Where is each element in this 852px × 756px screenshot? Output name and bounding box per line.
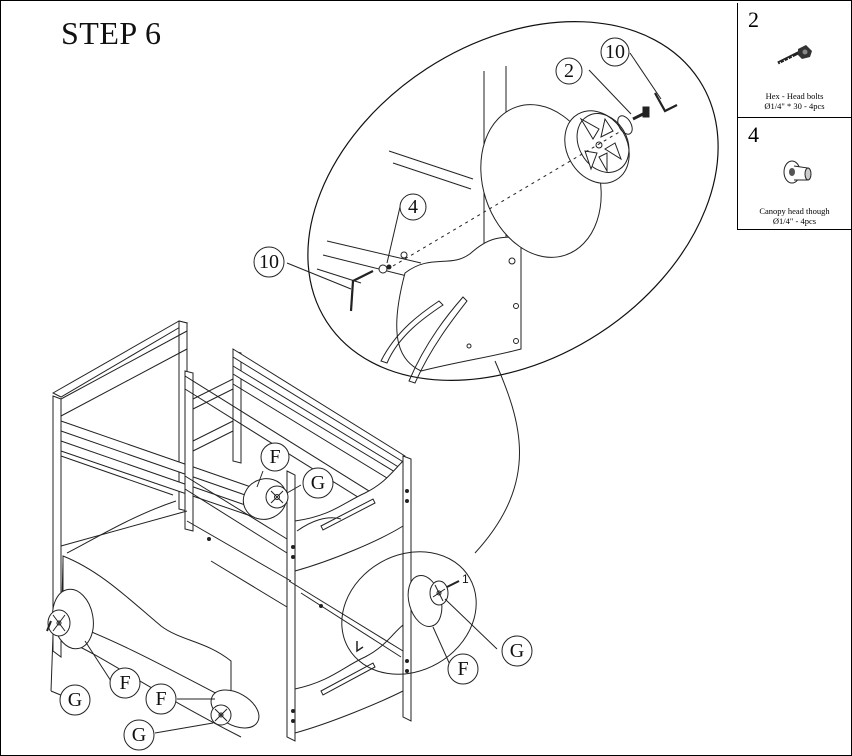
svg-text:F: F	[457, 658, 468, 680]
hex-bolt-icon	[776, 45, 812, 69]
svg-text:10: 10	[259, 251, 279, 273]
callout-g-left: G	[60, 685, 90, 715]
legend-spec: Ø1/4" * 30 - 4pcs	[764, 101, 825, 111]
wheels	[47, 472, 499, 736]
callout-f-upper: F	[261, 443, 289, 471]
hardware-legend: 2 Hex - Head bolts Ø1/4" * 30 - 4pcs 4 C…	[737, 3, 851, 230]
bolt-detail	[633, 107, 649, 119]
legend-item-hex-bolt: 2 Hex - Head bolts Ø1/4" * 30 - 4pcs	[738, 3, 851, 115]
canopy-nut-icon	[782, 158, 814, 188]
callout-bolt: 2	[556, 58, 582, 84]
callout-g-bottom: G	[124, 720, 154, 750]
svg-text:G: G	[311, 472, 325, 494]
callout-allen-key-top: 10	[601, 38, 629, 66]
detail-view	[241, 1, 785, 454]
svg-text:G: G	[68, 689, 82, 711]
svg-text:10: 10	[605, 41, 625, 63]
svg-text:F: F	[269, 446, 280, 468]
legend-number: 4	[748, 122, 759, 147]
arrow-one-mark: 1	[462, 572, 469, 586]
step-title: STEP 6	[61, 15, 162, 51]
legend-number: 2	[748, 7, 759, 32]
svg-text:2: 2	[564, 60, 574, 82]
detail-connector-line	[475, 361, 520, 553]
callouts: 2 10 4 10 F G	[60, 38, 629, 750]
main-leaders	[51, 471, 497, 733]
detail-leaders	[287, 53, 661, 289]
detail-source-circle	[319, 528, 498, 698]
svg-text:4: 4	[408, 196, 418, 218]
callout-f-left: F	[110, 668, 140, 698]
legend-item-canopy-nut: 4 Canopy head though Ø1/4" - 4pcs	[738, 117, 851, 230]
callout-g-right: G	[502, 636, 532, 666]
legend-name: Canopy head though	[759, 206, 830, 216]
callout-allen-key-left: 10	[254, 247, 284, 277]
bunk-bed	[53, 321, 411, 741]
svg-text:G: G	[132, 724, 146, 746]
svg-text:G: G	[510, 640, 524, 662]
callout-f-right: F	[448, 654, 478, 684]
detail-ellipse	[241, 1, 785, 454]
callout-nut: 4	[400, 194, 426, 220]
callout-g-upper: G	[303, 468, 333, 498]
legend-spec: Ø1/4" - 4pcs	[772, 216, 817, 226]
svg-text:F: F	[119, 672, 130, 694]
svg-text:F: F	[155, 688, 166, 710]
legend-name: Hex - Head bolts	[765, 91, 824, 101]
callout-f-bottom: F	[146, 684, 176, 714]
